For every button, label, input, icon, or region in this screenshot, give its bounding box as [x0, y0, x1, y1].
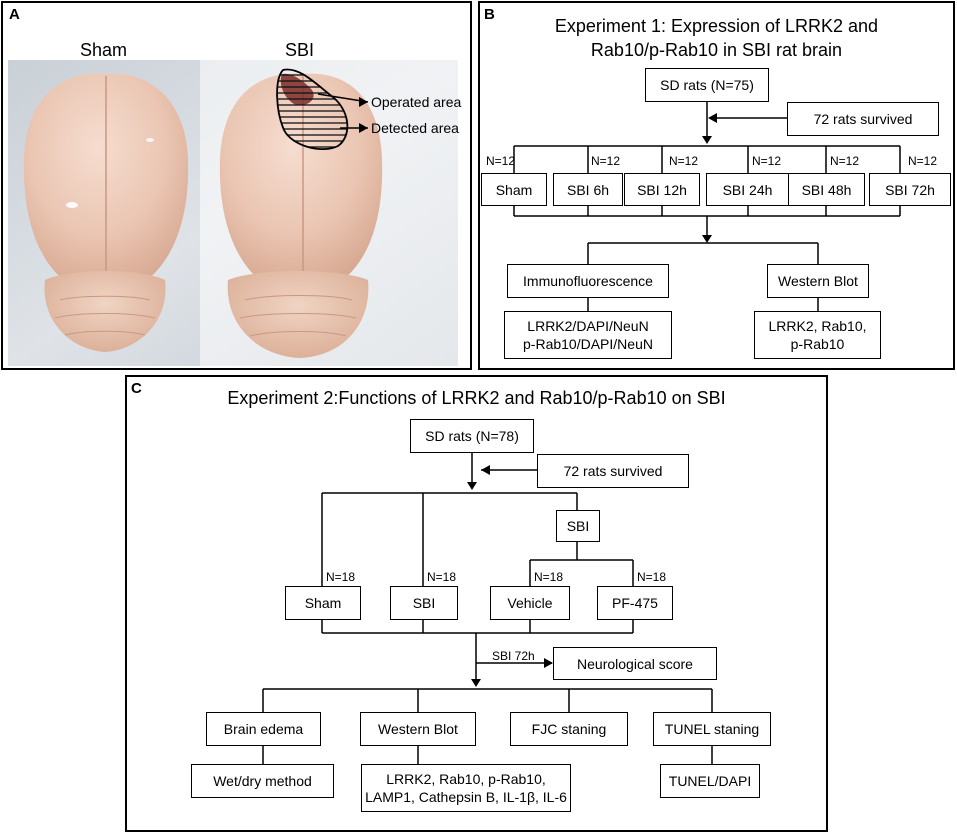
c-tunel-staining-box: TUNEL staning: [653, 712, 771, 746]
b-western-blot-box: Western Blot: [767, 264, 869, 298]
b-western-detail-box: LRRK2, Rab10, p-Rab10: [754, 311, 881, 359]
panel-b-label: B: [484, 6, 495, 23]
b-group-sbi-12h: SBI 12h: [624, 173, 700, 206]
c-group-vehicle: Vehicle: [490, 586, 570, 620]
b-survived-box: 72 rats survived: [787, 102, 939, 136]
c-brain-edema-box: Brain edema: [206, 712, 321, 746]
panel-b-title-line1: Experiment 1: Expression of LRRK2 and: [554, 16, 879, 36]
b-n-sham: N=12: [486, 154, 516, 168]
c-sbi-72h-label: SBI 72h: [492, 649, 535, 663]
b-group-sbi-72h: SBI 72h: [869, 173, 951, 206]
c-n-sbi: N=18: [427, 570, 457, 584]
c-neurological-score-box: Neurological score: [553, 647, 717, 680]
c-western-detail-box: LRRK2, Rab10, p-Rab10, LAMP1, Cathepsin …: [361, 764, 571, 812]
c-wet-dry-box: Wet/dry method: [191, 764, 334, 798]
b-group-sbi-48h: SBI 48h: [788, 173, 865, 206]
b-n-sbi-12h: N=12: [669, 154, 699, 168]
b-immuno-detail-box: LRRK2/DAPI/NeuN p-Rab10/DAPI/NeuN: [504, 311, 672, 359]
panel-a-label: A: [9, 6, 20, 23]
panel-c-title: Experiment 2:Functions of LRRK2 and Rab1…: [227, 388, 726, 408]
c-group-sbi: SBI: [390, 586, 458, 620]
c-group-sham: Sham: [285, 586, 361, 620]
sham-photo-label: Sham: [80, 40, 128, 60]
operated-area-label: Operated area: [371, 94, 462, 110]
b-n-sbi-6h: N=12: [591, 154, 621, 168]
b-n-sbi-72h: N=12: [908, 154, 938, 168]
c-western-blot-box: Western Blot: [360, 712, 476, 746]
c-sd-rats-box: SD rats (N=78): [410, 419, 534, 453]
c-n-vehicle: N=18: [534, 570, 564, 584]
c-fjc-staining-box: FJC staning: [510, 712, 628, 746]
b-group-sham: Sham: [481, 173, 547, 206]
c-group-pf-475: PF-475: [597, 586, 673, 620]
b-n-sbi-48h: N=12: [830, 154, 860, 168]
sbi-brain-image: [219, 68, 383, 358]
b-group-sbi-6h: SBI 6h: [553, 173, 623, 206]
c-sbi-box: SBI: [556, 510, 600, 542]
b-sd-rats-box: SD rats (N=75): [645, 68, 769, 102]
panel-b-title-line2: Rab10/p-Rab10 in SBI rat brain: [590, 40, 843, 60]
panel-c-label: C: [131, 380, 142, 397]
detected-area-label: Detected area: [371, 120, 459, 136]
c-survived-box: 72 rats survived: [537, 454, 689, 488]
b-n-sbi-24h: N=12: [752, 154, 782, 168]
b-immunofluorescence-box: Immunofluorescence: [507, 264, 669, 298]
c-n-sham: N=18: [326, 570, 356, 584]
sham-brain-image: [23, 73, 189, 352]
c-n-pf-475: N=18: [637, 570, 667, 584]
c-tunel-dapi-box: TUNEL/DAPI: [660, 764, 760, 798]
sbi-photo-label: SBI: [285, 40, 315, 60]
